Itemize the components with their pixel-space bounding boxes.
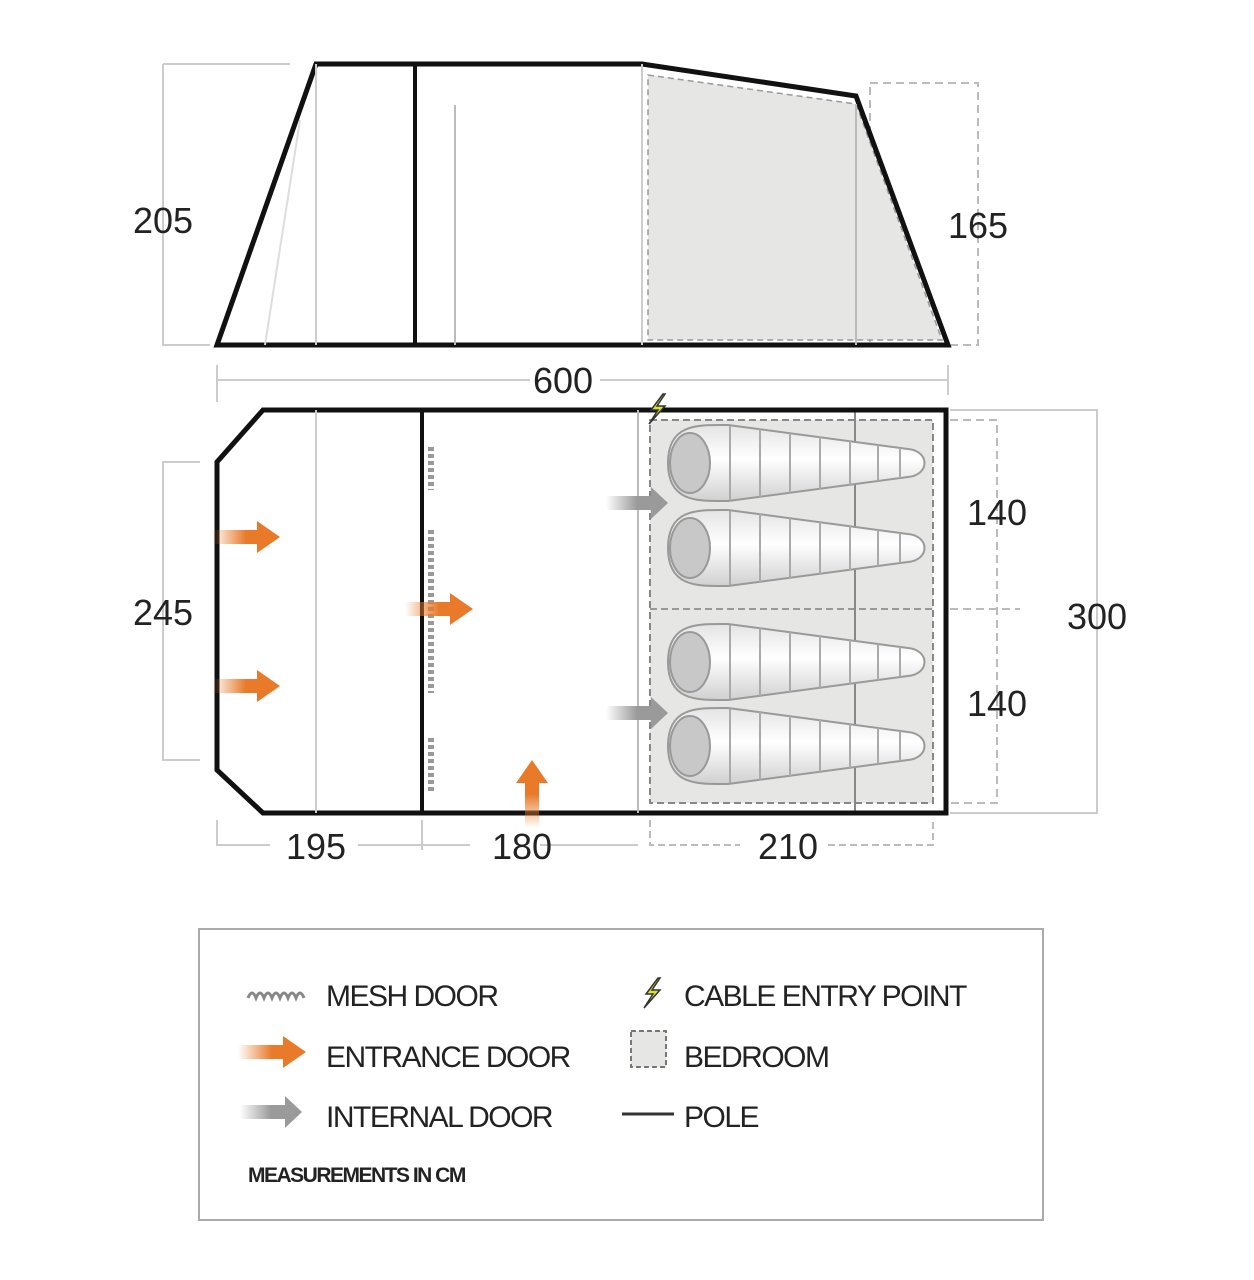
side-elevation: 205 165 600 xyxy=(133,61,1008,402)
legend-pole: POLE xyxy=(684,1101,759,1134)
legend: MESH DOOR ENTRANCE DOOR INTERNAL DOOR CA… xyxy=(198,928,1044,1221)
entrance-door-arrow-icon xyxy=(405,593,473,625)
total-width-label: 300 xyxy=(1067,596,1127,637)
measurements-note: MEASUREMENTS IN CM xyxy=(248,1164,466,1187)
entrance-door-arrow-icon xyxy=(212,670,280,702)
tent-side-outline xyxy=(213,61,952,348)
height-front-label: 205 xyxy=(133,200,193,241)
height-rear-label: 165 xyxy=(948,205,1008,246)
bedroom-width-label: 140 xyxy=(967,683,1027,724)
legend-entrance-door: ENTRANCE DOOR xyxy=(326,1041,571,1074)
floor-plan: 245 300 140 140 195 180 210 xyxy=(133,393,1127,867)
tent-floor-outline xyxy=(214,407,949,816)
legend-cable-entry-point: CABLE ENTRY POINT xyxy=(684,980,967,1013)
entrance-door-arrow-icon xyxy=(516,760,548,828)
bedroom-side-area xyxy=(647,74,944,341)
section-2-label: 180 xyxy=(492,826,552,867)
door-width-label: 245 xyxy=(133,592,193,633)
legend-internal-door: INTERNAL DOOR xyxy=(326,1101,553,1134)
length-label: 600 xyxy=(533,360,593,401)
entrance-door-arrow-icon xyxy=(212,521,280,553)
legend-mesh-door: MESH DOOR xyxy=(326,980,498,1013)
mesh-door-icon xyxy=(246,991,306,1003)
section-3-label: 210 xyxy=(758,826,818,867)
bedroom-icon xyxy=(630,1030,667,1068)
bedroom-width-label: 140 xyxy=(967,492,1027,533)
section-1-label: 195 xyxy=(286,826,346,867)
legend-bedroom: BEDROOM xyxy=(684,1041,829,1074)
